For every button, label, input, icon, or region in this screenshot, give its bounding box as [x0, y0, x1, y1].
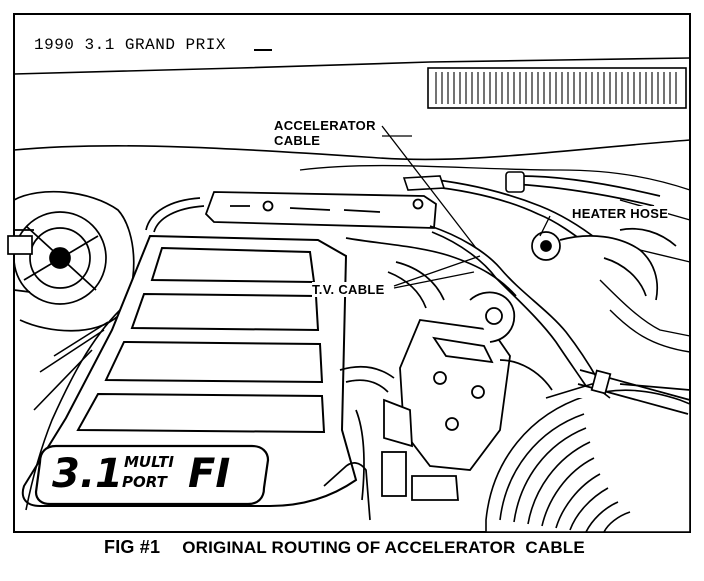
- label-leader-lines: [381, 125, 551, 289]
- figure-number: FIG #1: [104, 537, 161, 557]
- badge-fi: FI: [188, 451, 231, 497]
- tv-cable-label: T.V. CABLE: [312, 282, 385, 297]
- cowl-line: [13, 139, 691, 161]
- fuel-rail-cover: [204, 191, 437, 229]
- badge-displacement: 3.1: [52, 451, 123, 497]
- diagram-title: 1990 3.1 GRAND PRIX: [34, 36, 226, 54]
- throttle-body: [381, 291, 516, 501]
- intake-plenum: [21, 234, 358, 507]
- accelerator-label-line1: ACCELERATOR: [274, 118, 376, 133]
- spark-plug-wires: [25, 309, 121, 511]
- alternator: [7, 190, 135, 332]
- figure-caption: FIG #1 ORIGINAL ROUTING OF ACCELERATOR CA…: [104, 537, 585, 558]
- accelerator-cable-label: ACCELERATOR CABLE: [274, 118, 376, 148]
- heater-hose-label: HEATER HOSE: [572, 206, 669, 221]
- coolant-pipe: [577, 369, 691, 415]
- accelerator-label-line2: CABLE: [274, 133, 321, 148]
- heater-hose-fitting: [531, 227, 677, 301]
- engine-badge: 3.1 MULTI PORT FI: [48, 450, 262, 500]
- engine-badge-outline: [34, 444, 270, 506]
- badge-multi: MULTI: [124, 453, 174, 471]
- badge-port: PORT: [122, 473, 167, 491]
- frame-border: [13, 13, 691, 533]
- hood-edge: [13, 57, 691, 75]
- air-cleaner-grille: [427, 67, 687, 109]
- vacuum-hoses: [323, 261, 553, 521]
- cable-clamp: [402, 171, 525, 193]
- throttle-cables: [145, 175, 661, 387]
- figure-caption-text: ORIGINAL ROUTING OF ACCELERATOR CABLE: [182, 538, 585, 557]
